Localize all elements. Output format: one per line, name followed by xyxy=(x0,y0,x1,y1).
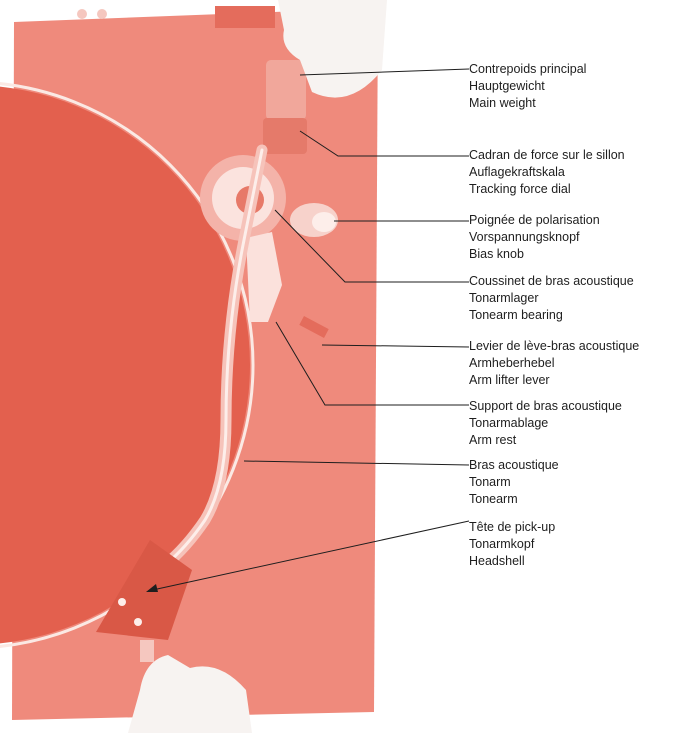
label-fr: Tête de pick-up xyxy=(469,519,555,536)
label-en: Bias knob xyxy=(469,246,600,263)
label-en: Tonearm bearing xyxy=(469,307,634,324)
label-de: Tonarmlager xyxy=(469,290,634,307)
callout-headshell: Tête de pick-up Tonarmkopf Headshell xyxy=(469,519,555,570)
headshell-screw xyxy=(118,598,126,606)
plinth-screw xyxy=(97,9,107,19)
label-fr: Bras acoustique xyxy=(469,457,559,474)
label-de: Tonarmkopf xyxy=(469,536,555,553)
label-de: Auflagekraftskala xyxy=(469,164,625,181)
callout-tonearm: Bras acoustique Tonarm Tonearm xyxy=(469,457,559,508)
callout-main-weight: Contrepoids principal Hauptgewicht Main … xyxy=(469,61,586,112)
label-en: Main weight xyxy=(469,95,586,112)
label-de: Tonarm xyxy=(469,474,559,491)
plinth-top-control xyxy=(215,6,275,28)
main-weight xyxy=(266,60,306,120)
plinth-screw xyxy=(77,9,87,19)
label-en: Tonearm xyxy=(469,491,559,508)
label-de: Vorspannungsknopf xyxy=(469,229,600,246)
label-fr: Levier de lève-bras acoustique xyxy=(469,338,639,355)
label-en: Headshell xyxy=(469,553,555,570)
label-fr: Support de bras acoustique xyxy=(469,398,622,415)
bias-knob-cap xyxy=(312,212,336,232)
label-fr: Coussinet de bras acoustique xyxy=(469,273,634,290)
label-de: Hauptgewicht xyxy=(469,78,586,95)
headshell-screw xyxy=(134,618,142,626)
label-de: Tonarmablage xyxy=(469,415,622,432)
label-en: Arm lifter lever xyxy=(469,372,639,389)
label-en: Arm rest xyxy=(469,432,622,449)
callout-tonearm-bearing: Coussinet de bras acoustique Tonarmlager… xyxy=(469,273,634,324)
callout-arm-lifter: Levier de lève-bras acoustique Armheberh… xyxy=(469,338,639,389)
label-fr: Poignée de polarisation xyxy=(469,212,600,229)
tracking-force-dial xyxy=(263,118,307,154)
label-fr: Contrepoids principal xyxy=(469,61,586,78)
label-en: Tracking force dial xyxy=(469,181,625,198)
callout-arm-rest: Support de bras acoustique Tonarmablage … xyxy=(469,398,622,449)
callout-tracking-dial: Cadran de force sur le sillon Auflagekra… xyxy=(469,147,625,198)
label-de: Armheberhebel xyxy=(469,355,639,372)
headshell-finger-lift xyxy=(140,640,154,662)
label-fr: Cadran de force sur le sillon xyxy=(469,147,625,164)
callout-bias-knob: Poignée de polarisation Vorspannungsknop… xyxy=(469,212,600,263)
